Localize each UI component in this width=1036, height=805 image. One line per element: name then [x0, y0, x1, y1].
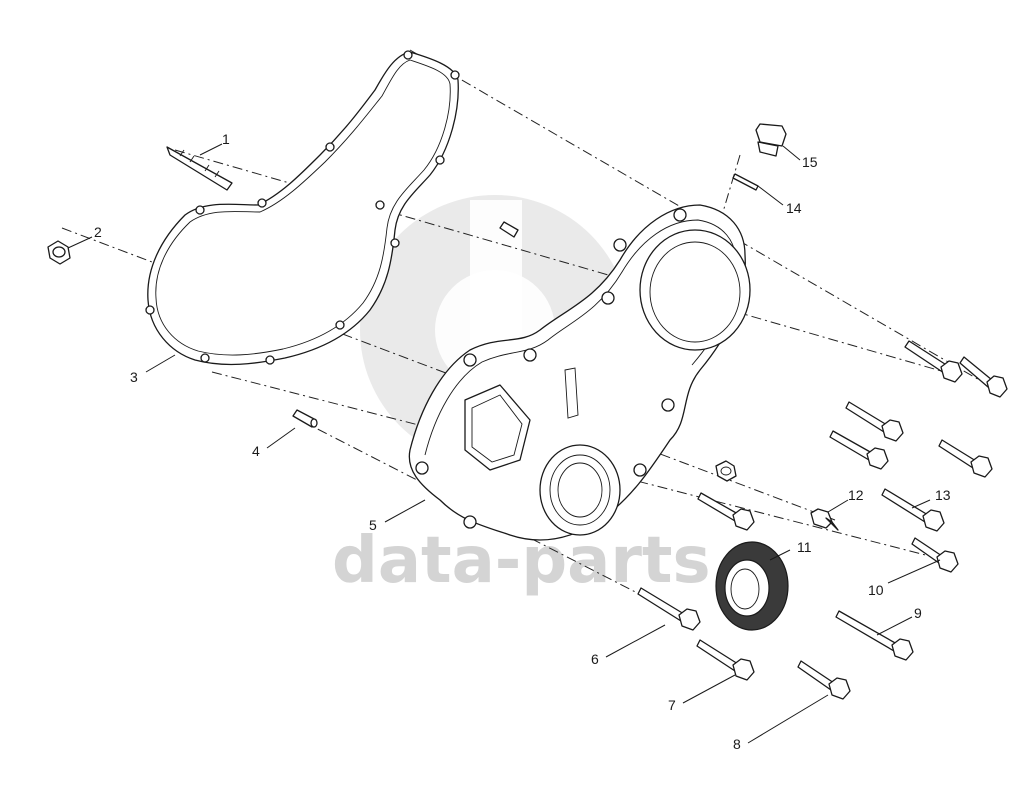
- callout-6: 6: [591, 651, 599, 667]
- bolt-6: [637, 587, 701, 631]
- bolt-9: [835, 610, 914, 661]
- engine-cover: [408, 204, 751, 541]
- oil-plug: [755, 123, 787, 157]
- flange-nut: [47, 240, 71, 265]
- bolt-a: [845, 401, 904, 442]
- callout-5: 5: [369, 517, 377, 533]
- stud-bolt: [166, 146, 233, 191]
- callout-9: 9: [914, 605, 922, 621]
- callout-7: 7: [668, 697, 676, 713]
- callout-4: 4: [252, 443, 260, 459]
- callout-12: 12: [848, 487, 864, 503]
- o-ring: [732, 173, 759, 191]
- bolt-8: [797, 660, 851, 700]
- leader-lines: [67, 143, 941, 744]
- callout-3: 3: [130, 369, 138, 385]
- callout-2: 2: [94, 224, 102, 240]
- bolt-c: [938, 439, 993, 478]
- bolt-10: [911, 537, 959, 573]
- callout-labels: 1 2 3 4 5 6 7 8 9 10 11 12 13 14 15: [94, 131, 951, 752]
- oil-seal: [715, 541, 789, 631]
- bolt-7: [696, 639, 755, 681]
- cover-nut: [715, 460, 737, 482]
- dowel-pin-upper: [499, 221, 519, 238]
- dowel-pin: [292, 409, 318, 428]
- bolt-b: [829, 430, 889, 470]
- breather-fitting: [810, 508, 839, 531]
- callout-1: 1: [222, 131, 230, 147]
- callout-10: 10: [868, 582, 884, 598]
- callout-15: 15: [802, 154, 818, 170]
- bolt-long-upper-1: [904, 340, 963, 383]
- callout-8: 8: [733, 736, 741, 752]
- callout-11: 11: [797, 539, 812, 555]
- callout-14: 14: [786, 200, 802, 216]
- bolt-d: [697, 492, 755, 531]
- bolt-long-upper-2: [959, 356, 1008, 398]
- bolt-13: [881, 488, 945, 532]
- gasket: [145, 50, 460, 366]
- callout-13: 13: [935, 487, 951, 503]
